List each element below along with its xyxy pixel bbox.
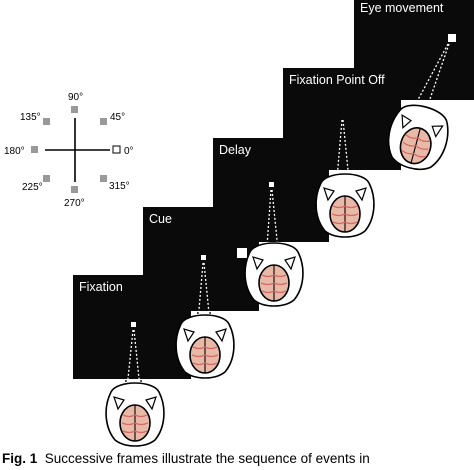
label-270: 270°: [64, 198, 85, 209]
frame-label-delay: Delay: [219, 143, 251, 157]
label-90: 90°: [68, 92, 83, 103]
label-225: 225°: [22, 182, 43, 193]
label-180: 180°: [4, 146, 25, 157]
target-90-marker: [71, 106, 78, 113]
monkey-head-icon: [244, 242, 304, 307]
target-0-marker: [112, 145, 121, 154]
target-315-marker: [100, 175, 107, 182]
label-315: 315°: [109, 181, 130, 192]
target-225-marker: [43, 175, 50, 182]
monkey-head-icon: [175, 314, 235, 379]
monkey-head-icon: [380, 98, 455, 177]
figure-caption: Fig. 1 Successive frames illustrate the …: [2, 451, 474, 470]
frame-label-fixation: Fixation: [79, 280, 123, 294]
target-45-marker: [100, 118, 107, 125]
target-270-marker: [71, 186, 78, 193]
panel-fixation: [105, 322, 165, 447]
panel-fixation-off: [315, 119, 375, 238]
caption-text: Successive frames illustrate the sequenc…: [44, 451, 370, 466]
label-135: 135°: [20, 112, 41, 123]
target-square-icon: [448, 34, 456, 42]
frame-label-cue: Cue: [149, 212, 172, 226]
target-135-marker: [43, 118, 50, 125]
panel-eye-movement: [380, 34, 456, 177]
panel-cue: [175, 248, 247, 379]
target-180-marker: [31, 146, 38, 153]
fixation-point-icon: [269, 182, 274, 187]
panel-delay: [244, 182, 304, 307]
caption-label: Fig. 1: [2, 451, 38, 466]
direction-compass: 90° 45° 0° 315° 270° 225° 180° 135°: [4, 92, 134, 209]
frame-label-eye-movement: Eye movement: [360, 1, 444, 15]
frame-label-fixation-point-off: Fixation Point Off: [289, 73, 385, 87]
monkey-head-icon: [315, 173, 375, 238]
fixation-point-icon: [131, 322, 136, 327]
label-0: 0°: [124, 146, 134, 157]
fixation-point-icon: [201, 255, 206, 260]
label-45: 45°: [110, 112, 125, 123]
cue-target-icon: [237, 248, 247, 258]
monkey-head-icon: [105, 382, 165, 447]
